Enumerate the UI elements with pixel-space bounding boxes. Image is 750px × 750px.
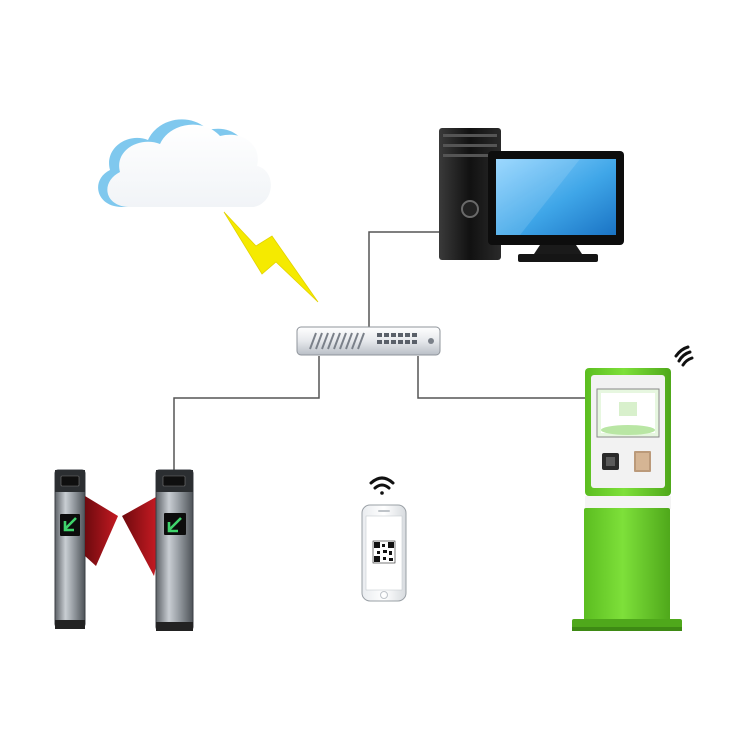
switch-ports [377,333,417,344]
computer-tower [439,128,501,260]
network-switch-icon [296,326,441,356]
turnstile-gate-left [54,469,118,629]
green-arrow-icon [167,517,182,533]
turnstile-gate-right [122,469,194,631]
green-arrow-icon [63,517,77,532]
wifi-icon [674,345,694,367]
lightning-icon [223,211,319,303]
gate-display [162,475,186,487]
connection-lines [173,231,586,474]
gate-display [60,475,80,487]
power-button-icon [461,200,479,218]
switch-vents [309,332,365,350]
gate-wing [122,497,156,576]
edge-switch-computer [368,231,440,328]
cloud-icon [98,119,271,207]
edge-switch-turnstile [173,356,320,474]
monitor-stand [534,245,582,254]
desktop-computer-icon [439,128,624,262]
gate-wing [85,496,118,566]
edge-switch-kiosk [417,356,586,399]
self-service-kiosk-icon [572,345,694,631]
smartphone-qr-code-icon [361,476,407,602]
monitor-screen [496,159,616,235]
wifi-icon [369,476,395,495]
